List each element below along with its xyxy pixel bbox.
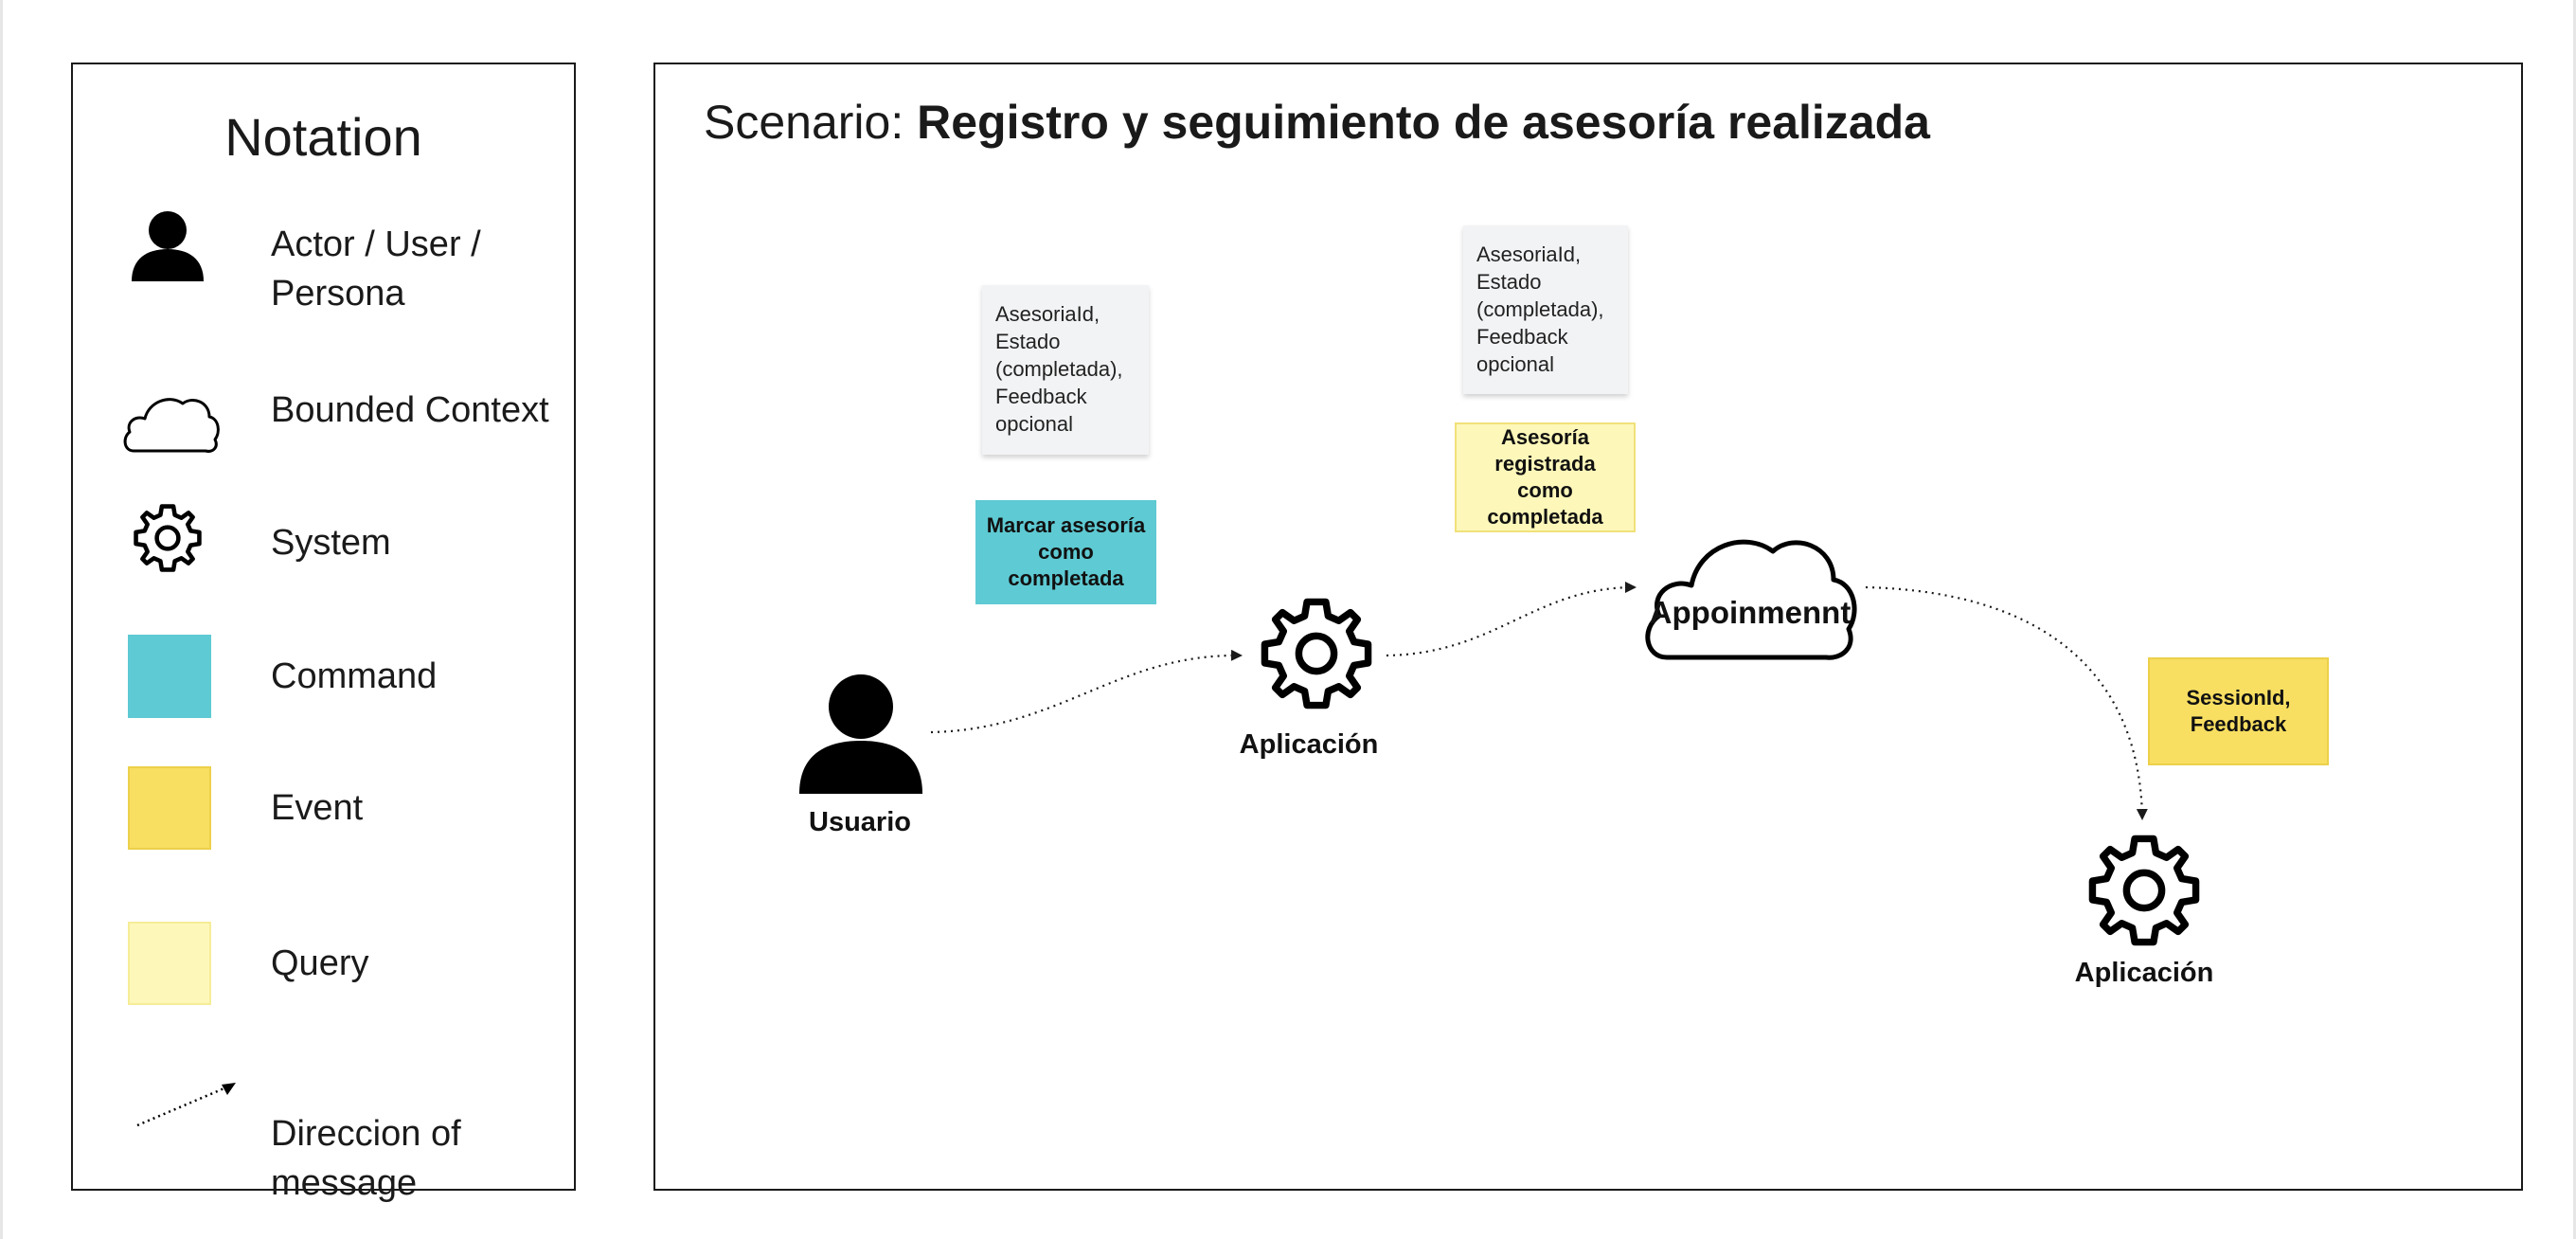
bounded-context-label: Appoinmennt bbox=[1649, 595, 1852, 630]
query-swatch bbox=[128, 922, 211, 1005]
legend-label-system: System bbox=[271, 523, 391, 563]
connector-user-to-app bbox=[930, 649, 1243, 734]
event-sticky-registered: Asesoría registrada como completada bbox=[1455, 422, 1636, 532]
canvas-right-edge bbox=[2573, 0, 2576, 1239]
dotted-arrow-icon bbox=[136, 1083, 236, 1127]
legend-label-bounded-context: Bounded Context bbox=[271, 390, 549, 430]
connector-context-to-app bbox=[1865, 585, 2148, 820]
bounded-context-cloud-icon bbox=[1645, 539, 1857, 660]
legend-label-command: Command bbox=[271, 656, 438, 696]
notation-title: Notation bbox=[224, 107, 422, 167]
legend-label-query: Query bbox=[271, 943, 369, 983]
data-note-event: AsesoriaId, Estado (completada), Feedbac… bbox=[1463, 225, 1628, 394]
system-gear-icon bbox=[1261, 598, 1372, 709]
system-label-2: Aplicación bbox=[2074, 958, 2214, 988]
system-label-1: Aplicación bbox=[1239, 729, 1379, 760]
legend-label-event: Event bbox=[271, 788, 364, 828]
scenario-title-name: Registro y seguimiento de asesoría reali… bbox=[917, 96, 1930, 149]
actor-user-label: Usuario bbox=[809, 807, 911, 837]
legend-label-actor: Actor / User / Persona bbox=[271, 224, 481, 314]
system-gear-icon-2 bbox=[2088, 835, 2200, 946]
command-sticky: Marcar asesoría como completada bbox=[975, 500, 1156, 604]
legend-label-direction: Direccion of message bbox=[271, 1114, 461, 1203]
event-swatch bbox=[128, 766, 211, 850]
scenario-title: Scenario: Registro y seguimiento de ases… bbox=[704, 95, 1930, 150]
notation-panel: Notation Actor / User / Persona Bounded … bbox=[71, 63, 576, 1203]
scenario-title-prefix: Scenario: bbox=[704, 96, 918, 149]
data-note-command: AsesoriaId, Estado (completada), Feedbac… bbox=[982, 285, 1149, 455]
person-icon bbox=[132, 211, 204, 281]
cloud-icon bbox=[123, 398, 220, 453]
connector-app-to-context bbox=[1386, 582, 1637, 657]
canvas-left-edge bbox=[0, 0, 3, 1239]
gear-icon bbox=[134, 504, 202, 572]
event-sticky-session: SessionId, Feedback bbox=[2148, 657, 2329, 765]
command-swatch bbox=[128, 635, 211, 718]
actor-user-icon bbox=[799, 674, 922, 794]
